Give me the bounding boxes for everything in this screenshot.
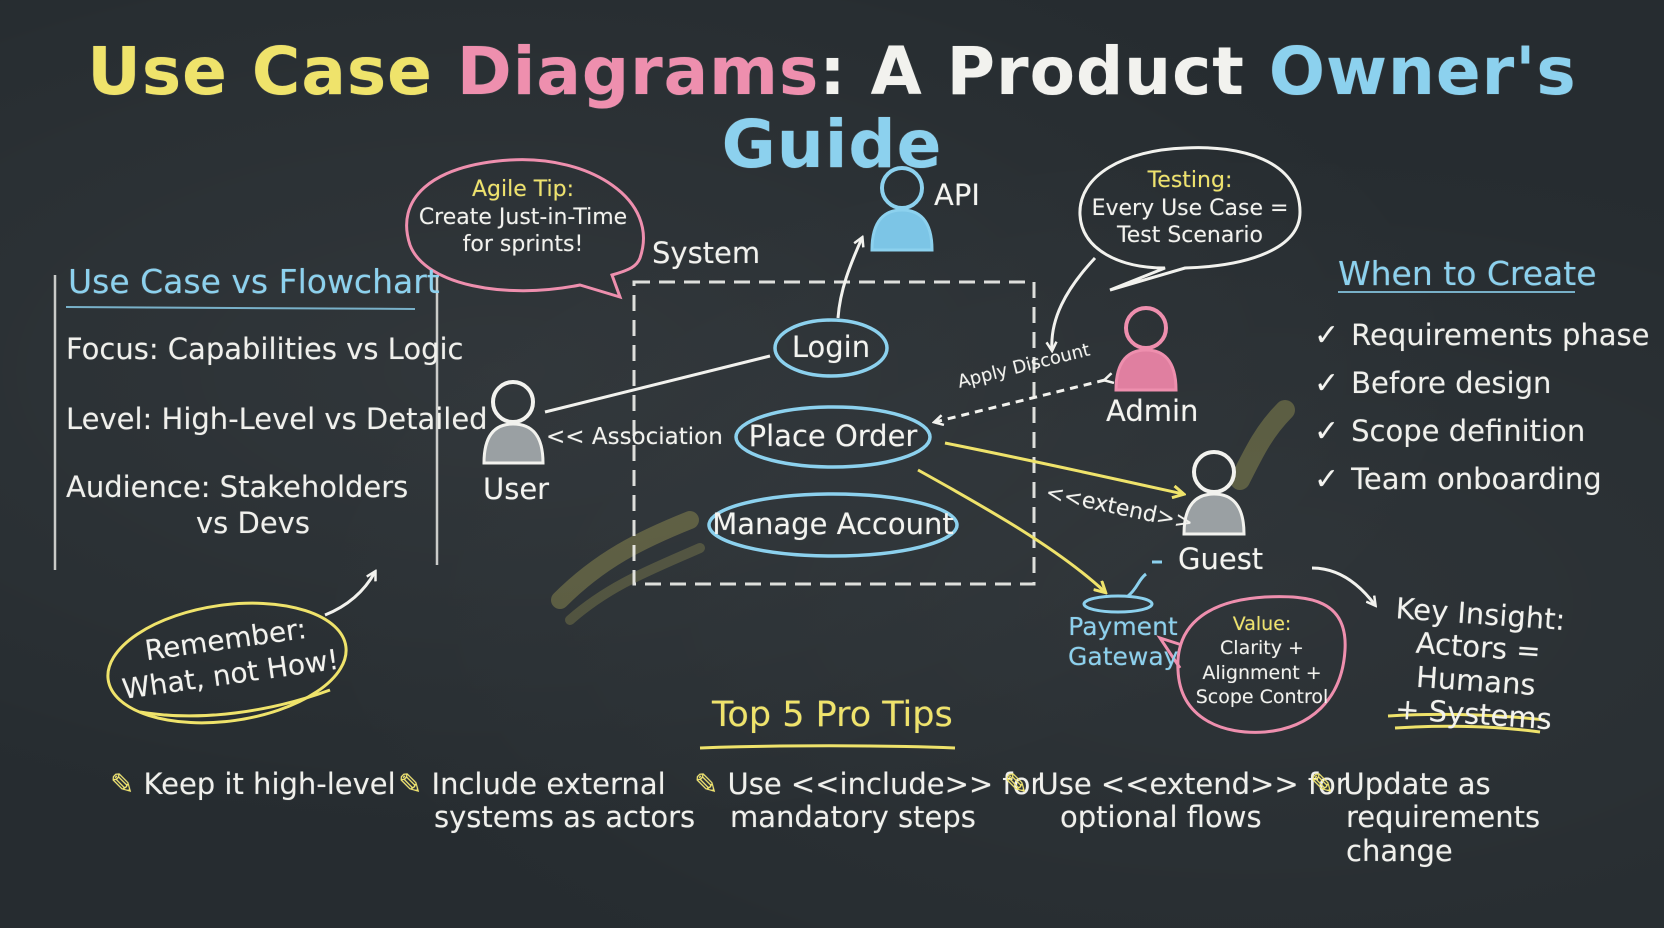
value-line-3: Scope Control [1195, 685, 1329, 708]
user-login-association [544, 354, 771, 414]
title-part-product: : A Product [819, 33, 1245, 110]
testing-text: Testing: Every Use Case = Test Scenario [1090, 167, 1290, 250]
title-part-use-case: Use Case [87, 33, 433, 110]
pro-tip-2-line-2: systems as actors [434, 800, 696, 835]
left-panel-audience-row: Audience: Stakeholders [66, 470, 409, 504]
testing-line-2: Test Scenario [1117, 223, 1263, 248]
agile-tip-text: Agile Tip: Create Just-in-Time for sprin… [408, 176, 638, 259]
value-heading: Value: [1232, 613, 1292, 635]
pro-tip-5-line-2: requirements [1346, 800, 1541, 835]
title-part-diagrams: Diagrams [456, 33, 820, 110]
pro-tips-heading: Top 5 Pro Tips [712, 695, 953, 735]
agile-tip-line-1: Create Just-in-Time [418, 204, 628, 230]
actor-guest-figure [1182, 450, 1246, 536]
value-text: Value: Clarity + Alignment + Scope Contr… [1182, 612, 1342, 709]
payment-arrow [917, 468, 1105, 592]
agile-tip-line-2: for sprints! [462, 232, 584, 257]
remember-ellipse [106, 601, 348, 725]
testing-line-1: Every Use Case = [1091, 195, 1289, 221]
when-item-2: ✓ Before design [1314, 366, 1551, 402]
actor-api-figure [870, 166, 934, 252]
apply-discount-dashed-arrow [935, 380, 1105, 422]
payment-gateway-line-2: Gateway [1068, 642, 1179, 671]
key-insight-underline [1387, 712, 1546, 734]
use-case-login-ellipse [773, 318, 889, 378]
use-case-manage-account-ellipse [707, 492, 959, 558]
use-case-place-order-ellipse [734, 405, 932, 469]
key-insight-note: Key Insight: Actors = Humans + Systems [1358, 590, 1597, 739]
extend-arrow [944, 441, 1183, 494]
testing-heading: Testing: [1147, 168, 1233, 193]
remember-arrow [324, 572, 375, 617]
payment-gateway-label: Payment Gateway [1068, 612, 1178, 672]
when-item-2-label: Before design [1351, 366, 1552, 400]
when-item-4: ✓ Team onboarding [1314, 462, 1602, 498]
value-line-2: Alignment + [1202, 661, 1322, 684]
pro-tip-3-line-1: Use <<include>> for [727, 767, 1043, 801]
pencil-icon: ✎ [1310, 767, 1335, 801]
actor-user-figure [482, 380, 545, 465]
left-panel-level-row: Level: High-Level vs Detailed [66, 402, 488, 436]
pencil-icon: ✎ [398, 767, 423, 801]
actor-api-label: API [934, 178, 980, 212]
system-boundary [632, 280, 1036, 586]
use-case-manage-account: Manage Account [712, 507, 954, 541]
pencil-icon: ✎ [1004, 767, 1029, 801]
pro-tip-2: ✎ Include external systems as actors [398, 767, 696, 835]
when-item-1: ✓ Requirements phase [1314, 318, 1649, 354]
pro-tip-3: ✎ Use <<include>> for mandatory steps [694, 767, 1043, 835]
testing-bubble [1078, 146, 1302, 292]
testing-to-diagram-arrow [1052, 256, 1097, 350]
value-bubble [1176, 595, 1347, 734]
actor-guest-label: Guest [1178, 542, 1264, 576]
page-title: Use Case Diagrams: A Product Owner's Gui… [0, 33, 1664, 181]
system-label: System [652, 236, 761, 270]
pro-tip-4-line-2: optional flows [1060, 800, 1262, 835]
check-icon: ✓ [1314, 318, 1340, 353]
check-icon: ✓ [1314, 462, 1340, 497]
use-case-place-order: Place Order [748, 419, 918, 453]
agile-tip-heading: Agile Tip: [471, 177, 575, 202]
association-label: << Association [546, 424, 723, 450]
pro-tip-5-line-1: Update as [1343, 767, 1491, 801]
when-item-4-label: Team onboarding [1351, 462, 1602, 496]
when-to-create-heading: When to Create [1338, 254, 1597, 293]
left-panel-audience-row-cont: vs Devs [196, 506, 310, 540]
pro-tips-underline [699, 744, 956, 750]
value-line-1: Clarity + [1220, 637, 1304, 660]
when-item-1-label: Requirements phase [1351, 318, 1650, 352]
pencil-icon: ✎ [694, 767, 719, 801]
chalk-smudges [551, 400, 1295, 625]
key-insight-arrow [1311, 566, 1375, 605]
pro-tip-2-line-1: Include external [431, 767, 666, 801]
payment-gateway-line-1: Payment [1068, 612, 1178, 641]
agile-tip-bubble [405, 158, 645, 300]
pro-tip-5-line-3: change [1346, 833, 1453, 868]
left-panel-focus-row: Focus: Capabilities vs Logic [66, 332, 464, 366]
actor-admin-label: Admin [1106, 394, 1199, 428]
payment-gateway-icon [1082, 560, 1162, 614]
when-item-3-label: Scope definition [1351, 414, 1586, 448]
pencil-icon: ✎ [110, 767, 135, 801]
left-panel-heading-underline [65, 306, 416, 310]
pro-tip-5: ✎ Update as requirements change [1310, 767, 1541, 868]
pro-tip-1-line-1: Keep it high-level [143, 767, 396, 801]
check-icon: ✓ [1314, 366, 1340, 401]
when-item-3: ✓ Scope definition [1314, 414, 1585, 450]
pro-tip-4-line-1: Use <<extend>> for [1037, 767, 1348, 801]
use-case-login: Login [791, 330, 871, 364]
actor-admin-figure [1114, 306, 1178, 392]
pro-tip-1: ✎ Keep it high-level [110, 767, 396, 801]
actor-user-label: User [483, 472, 550, 506]
check-icon: ✓ [1314, 414, 1340, 449]
left-panel-heading: Use Case vs Flowchart [68, 262, 440, 301]
pro-tip-3-line-2: mandatory steps [730, 800, 976, 835]
login-api-arrow [836, 238, 862, 319]
pro-tip-4: ✎ Use <<extend>> for optional flows [1004, 767, 1348, 835]
